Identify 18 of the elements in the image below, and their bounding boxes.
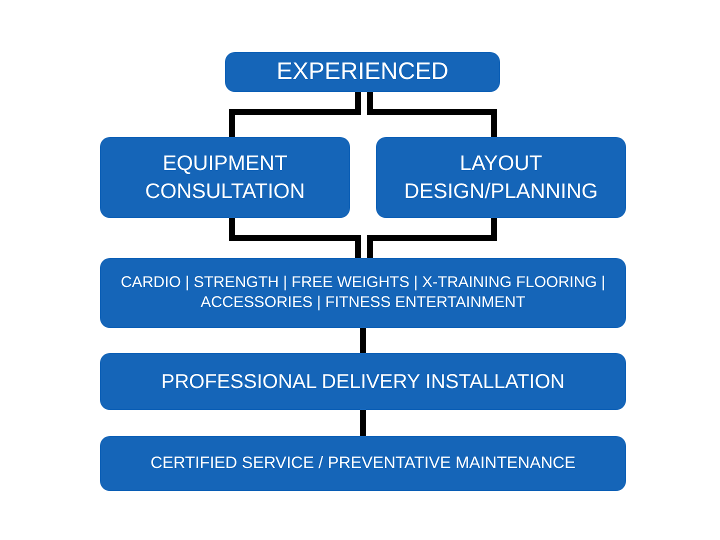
connector-line xyxy=(360,410,366,436)
process-box xyxy=(100,137,350,218)
box-label: PROFESSIONAL DELIVERY INSTALLATION xyxy=(161,370,565,394)
box-label: LAYOUT DESIGN/PLANNING xyxy=(403,151,599,204)
connector-line xyxy=(367,92,497,137)
connector-line xyxy=(229,218,361,258)
box-label: EXPERIENCED xyxy=(276,57,449,88)
process-box xyxy=(225,52,500,92)
box-label: CARDIO | STRENGTH | FREE WEIGHTS | X-TRAINING FLOORING | ACCESSORIES | FITNESS ENTERTAINMENT xyxy=(120,272,606,313)
process-box xyxy=(100,436,626,491)
connector-line xyxy=(360,328,366,353)
process-box xyxy=(100,353,626,410)
box-label: CERTIFIED SERVICE / PREVENTATIVE MAINTENANCE xyxy=(150,452,576,474)
process-box xyxy=(100,258,626,328)
process-box xyxy=(376,137,626,218)
connector-line xyxy=(367,218,497,258)
box-label: EQUIPMENT CONSULTATION xyxy=(144,151,306,204)
connector-line xyxy=(229,92,361,137)
